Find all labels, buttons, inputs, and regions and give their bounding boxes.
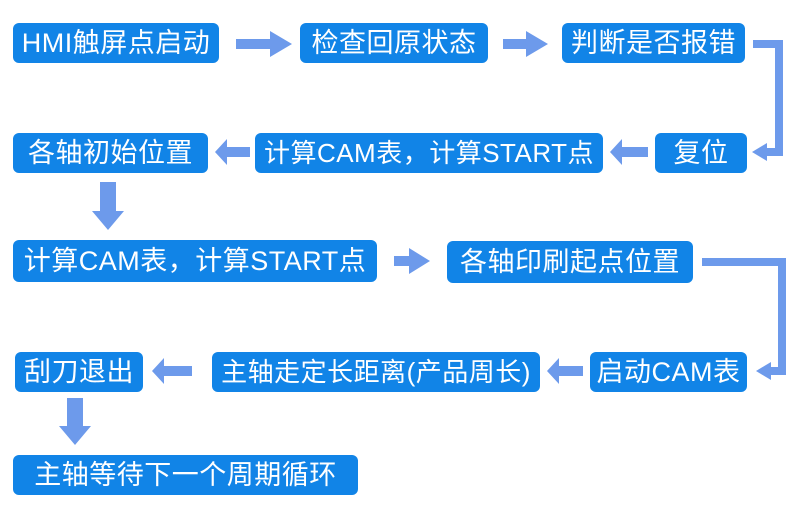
- flow-node-reset: 复位: [655, 133, 747, 173]
- flow-node-spindle-wait-next-cycle: 主轴等待下一个周期循环: [13, 455, 358, 495]
- arrow-blade-to-wait-down: [59, 398, 91, 445]
- flow-node-axes-print-start-pos: 各轴印刷起点位置: [447, 241, 693, 283]
- flow-node-judge-error: 判断是否报错: [562, 23, 745, 63]
- flow-node-calc-cam-start-row3: 计算CAM表，计算START点: [13, 240, 377, 282]
- flow-node-blade-retract: 刮刀退出: [15, 352, 143, 392]
- arrow-reset-to-calc: [610, 139, 648, 165]
- arrow-calc-to-print-pos: [394, 248, 430, 274]
- flow-node-axes-initial-position: 各轴初始位置: [13, 133, 208, 173]
- flow-node-calc-cam-start-row2: 计算CAM表，计算START点: [255, 133, 603, 173]
- arrow-start-cam-to-spindle: [547, 358, 583, 384]
- arrow-spindle-to-blade: [152, 358, 192, 384]
- arrow-calc-to-axes-init: [215, 139, 250, 165]
- flow-node-hmi-start: HMI触屏点启动: [13, 23, 219, 63]
- arrow-axes-init-to-calc-down: [92, 182, 124, 230]
- flow-node-check-home-status: 检查回原状态: [300, 23, 488, 63]
- elbow-judge-to-reset: [752, 40, 783, 161]
- arrow-check-to-judge: [503, 31, 548, 57]
- flow-node-start-cam-table: 启动CAM表: [590, 352, 747, 392]
- flow-node-spindle-fixed-distance: 主轴走定长距离(产品周长): [212, 352, 540, 392]
- arrow-hmi-to-check: [236, 31, 292, 57]
